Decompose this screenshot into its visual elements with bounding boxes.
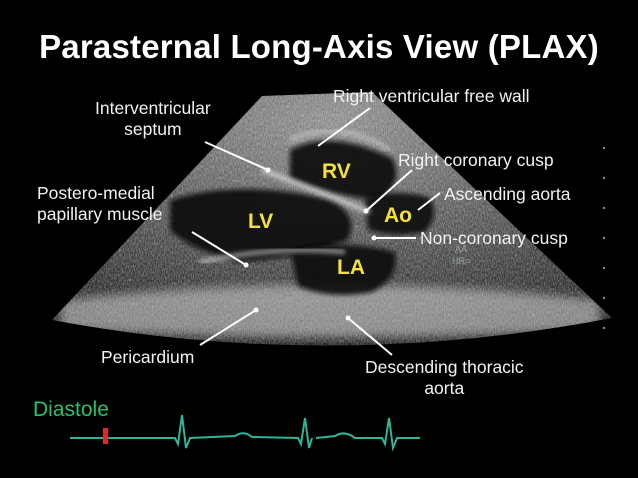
label-ascending-aorta: Ascending aorta — [444, 184, 571, 204]
pericardium-leader — [199, 309, 257, 346]
leader-dots — [243, 167, 377, 321]
desc-aorta-leader — [347, 317, 393, 356]
label-interventricular-septum: Interventricular septum — [95, 98, 211, 140]
label-line: aorta — [424, 378, 465, 398]
aorta-cavity — [365, 193, 434, 235]
lv-cavity — [170, 189, 352, 262]
septum-leader — [204, 141, 269, 171]
rcc-leader — [365, 169, 413, 212]
phase-label: Diastole — [33, 398, 109, 421]
label-papillary-muscle: Postero-medial papillary muscle — [37, 183, 162, 225]
depth-markers — [93, 146, 606, 330]
label-rv-free-wall: Right ventricular free wall — [333, 86, 530, 106]
overlay-hr-text: HR= — [452, 256, 471, 266]
la-cavity — [290, 244, 396, 295]
label-line: Interventricular — [95, 98, 211, 118]
label-descending-aorta: Descending thoracic aorta — [365, 357, 524, 399]
chamber-label-rv: RV — [322, 160, 351, 183]
rv-cavity — [290, 140, 397, 200]
chamber-label-la: LA — [337, 256, 365, 279]
rv-wall-leader — [317, 107, 371, 147]
overlay-box-text: ÄÄ — [455, 244, 468, 254]
figure-title: Parasternal Long-Axis View (PLAX) — [39, 28, 599, 65]
label-non-coronary-cusp: Non-coronary cusp — [420, 228, 568, 248]
label-line: septum — [124, 119, 182, 139]
ecg-trace — [70, 414, 420, 452]
leader-lines — [191, 107, 441, 356]
chamber-label-ao: Ao — [384, 204, 412, 227]
ecg-phase-marker — [103, 428, 108, 444]
chamber-label-lv: LV — [248, 210, 274, 233]
label-right-coronary-cusp: Right coronary cusp — [398, 150, 554, 170]
papillary-leader — [191, 231, 247, 266]
label-pericardium: Pericardium — [101, 347, 195, 367]
aorta-leader — [417, 192, 441, 211]
label-line: Descending thoracic — [365, 357, 524, 377]
label-line: Postero-medial — [37, 183, 155, 203]
label-line: papillary muscle — [37, 204, 163, 224]
